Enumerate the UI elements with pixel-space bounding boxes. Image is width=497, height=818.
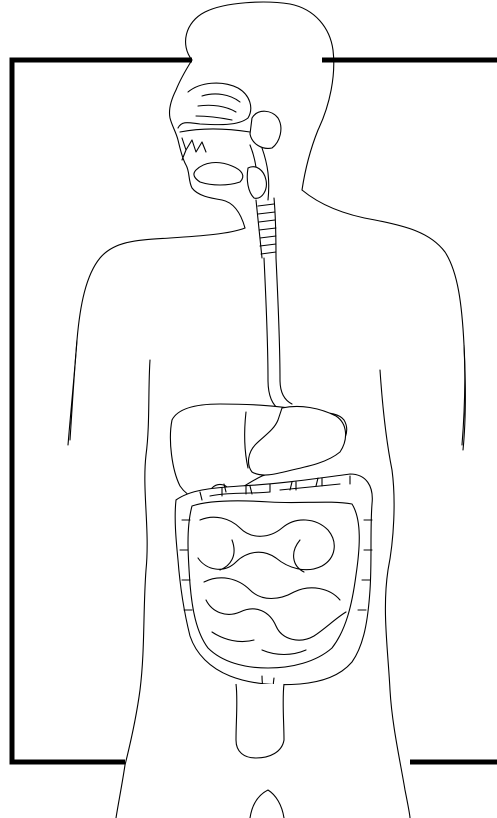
head-outline	[186, 2, 334, 190]
face-profile	[169, 60, 245, 228]
small-intestine	[188, 501, 359, 668]
salivary-gland-parotid	[250, 111, 281, 148]
trachea	[256, 198, 276, 258]
nasal-and-oral-cavity	[178, 83, 281, 200]
nasal-conchae	[196, 94, 240, 120]
arm-left	[68, 340, 77, 445]
epiglottis-larynx	[247, 167, 266, 199]
esophagus	[264, 258, 292, 410]
legs-division	[250, 790, 284, 818]
rectum	[236, 684, 284, 758]
hard-palate	[180, 129, 250, 132]
teeth-upper	[182, 138, 206, 160]
tongue	[194, 163, 243, 185]
